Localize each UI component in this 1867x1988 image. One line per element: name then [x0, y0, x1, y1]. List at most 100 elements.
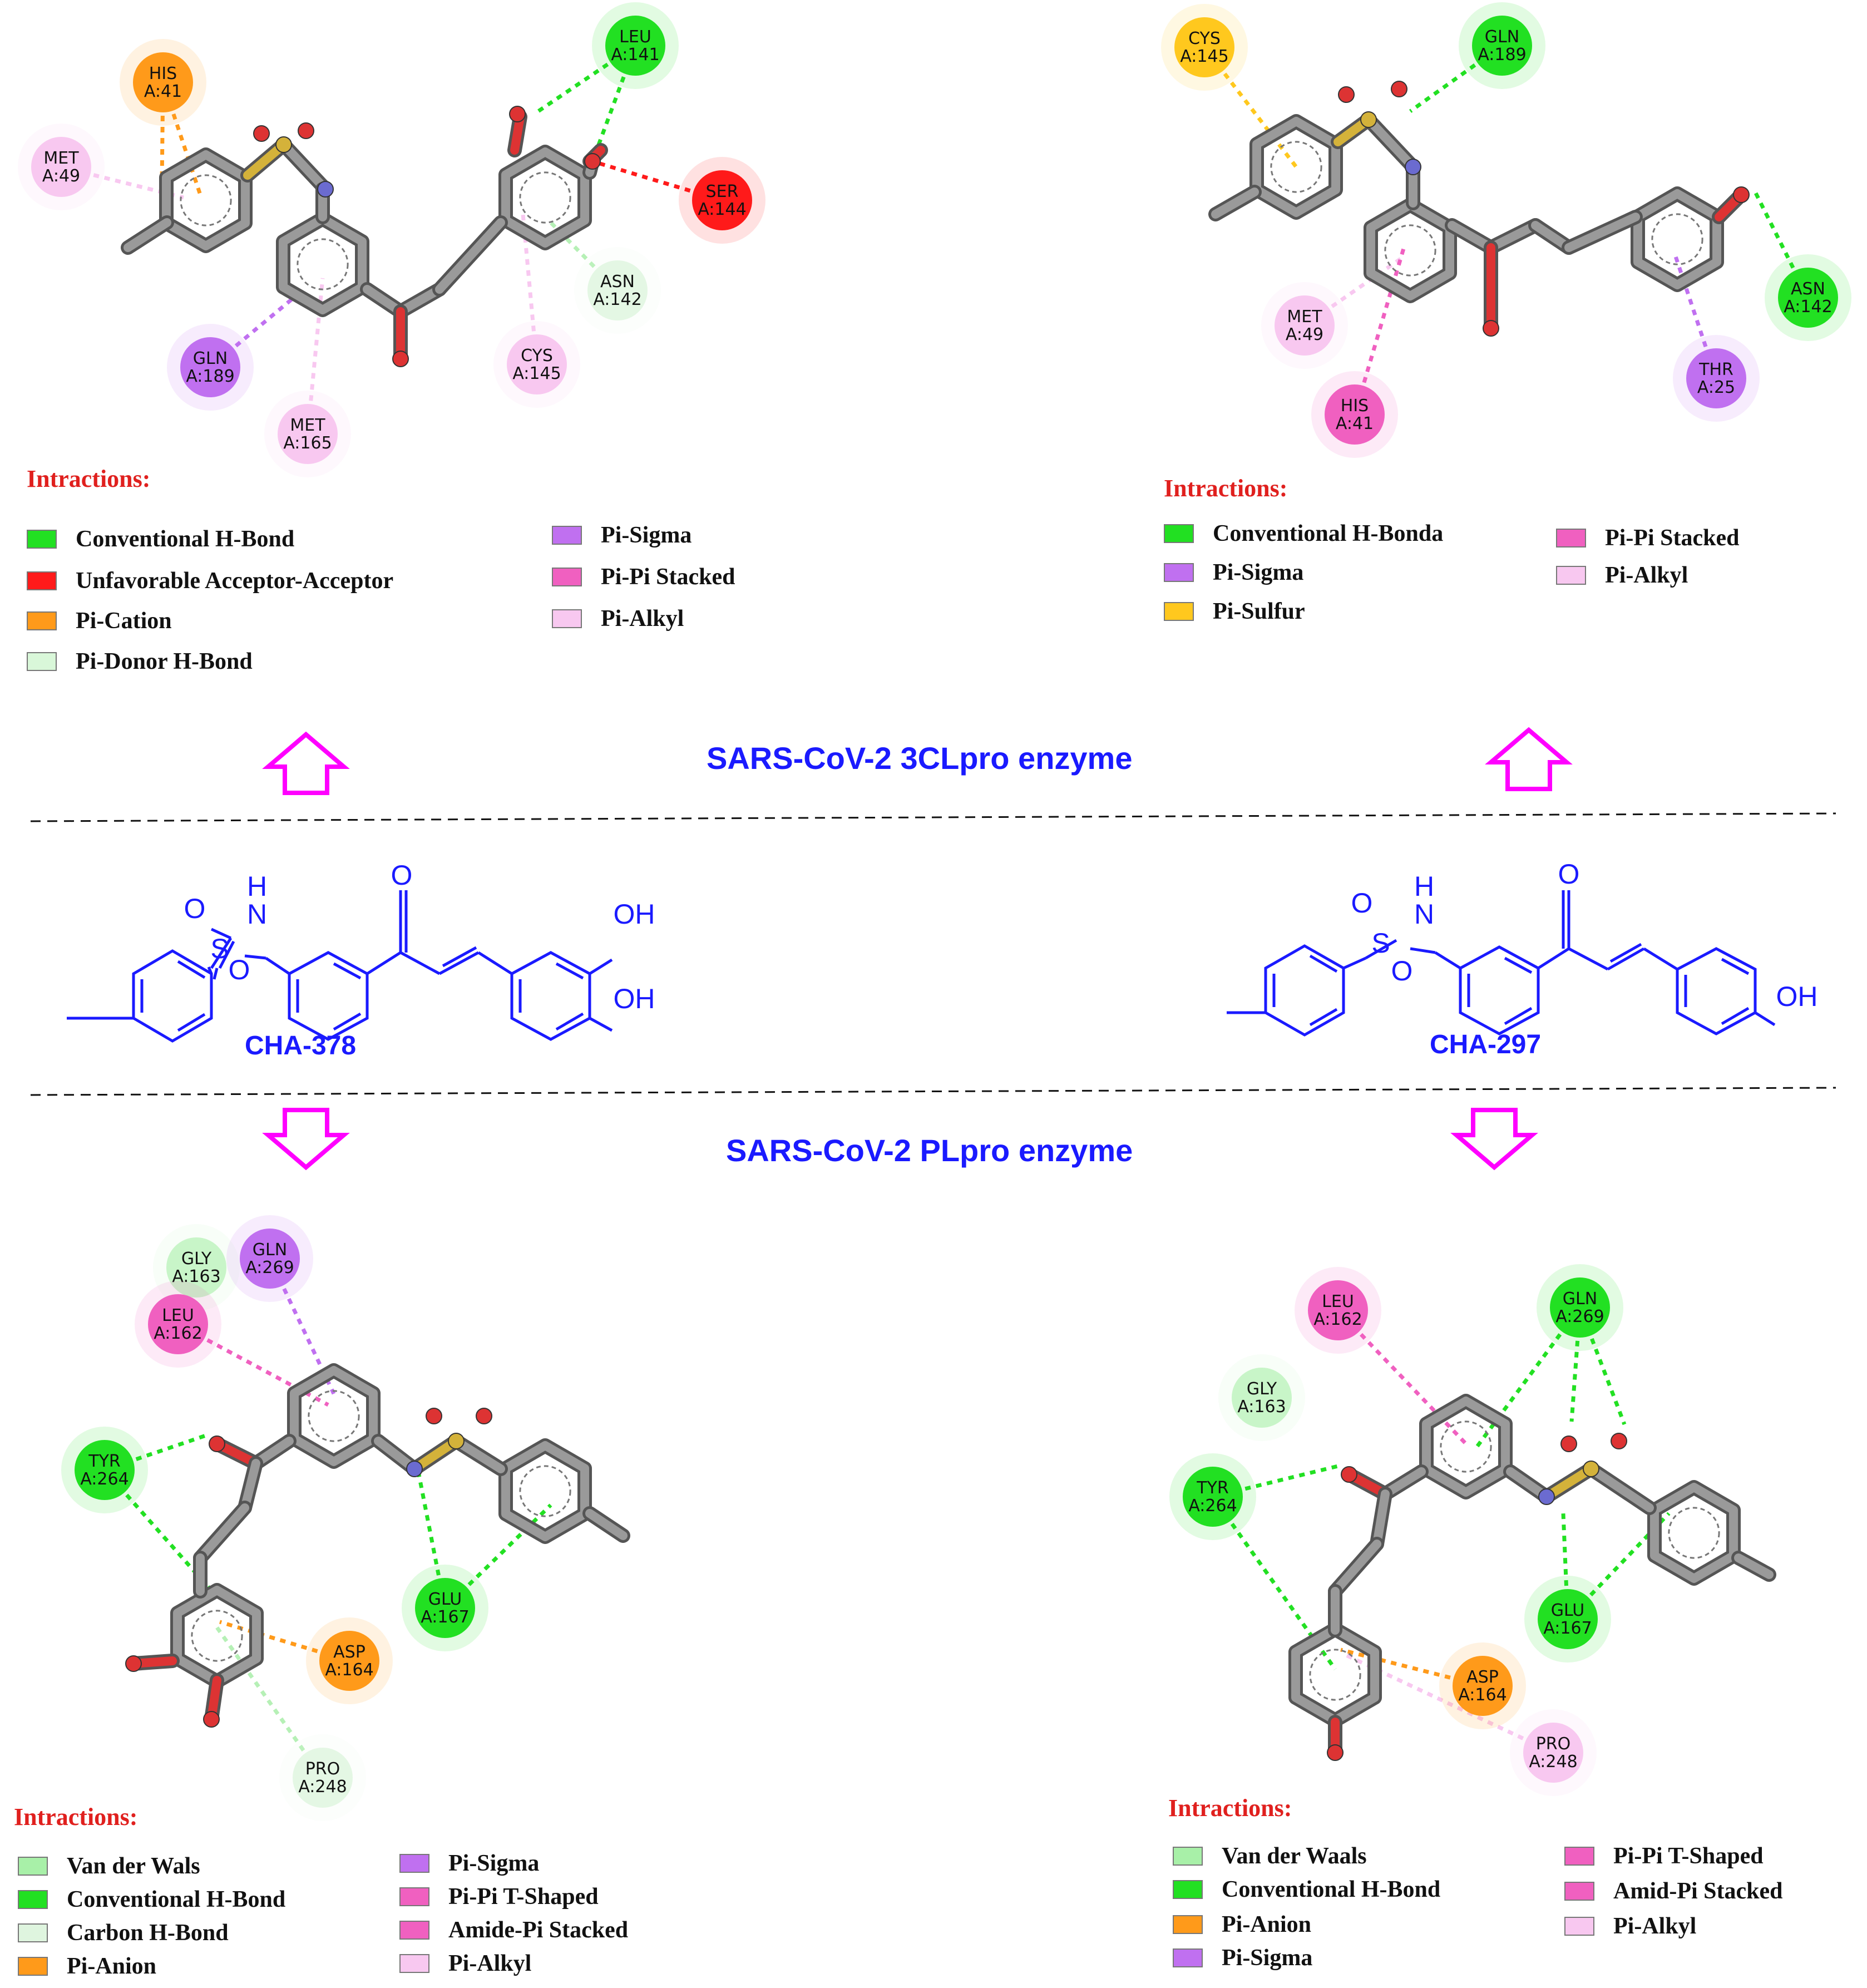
legend-swatch [1164, 524, 1194, 543]
bond-stick-highlight [240, 1459, 260, 1512]
legend-item: Amide-Pi Stacked [399, 1917, 628, 1943]
residue-number: A:141 [611, 45, 659, 65]
legend-label: Pi-Donor H-Bond [76, 649, 253, 674]
legend-item: Conventional H-Bond [27, 526, 294, 553]
residue-number: A:167 [1543, 1619, 1592, 1638]
atom-ball [392, 351, 409, 367]
atom-label-carbonyl-o: O [391, 860, 413, 891]
ligand-sticks [121, 81, 1776, 1761]
ring-stick-highlight [1633, 189, 1722, 289]
bond-stick-highlight [1372, 1489, 1390, 1548]
ring-stick-highlight [161, 150, 250, 250]
bond-stick-highlight [279, 140, 330, 194]
atom-ball [1327, 1744, 1344, 1761]
interaction-line [209, 290, 302, 369]
atom-ball [448, 1433, 465, 1449]
atom-label-carbonyl-o: O [1558, 859, 1580, 890]
interaction-line [1211, 1495, 1337, 1671]
arrow-down-right [1450, 1108, 1538, 1171]
residue-name: LEU [1322, 1292, 1354, 1311]
legend-item: Amid-Pi Stacked [1564, 1878, 1783, 1905]
bond-stick-highlight [1587, 1464, 1654, 1512]
legend-label: Conventional H-Bond [76, 526, 295, 552]
residue-number: A:145 [512, 364, 561, 383]
atom-ball [476, 1408, 492, 1424]
residue-name: THR [1698, 360, 1733, 379]
legend-swatch [1173, 1915, 1203, 1934]
legend-item: Pi-Pi Stacked [1556, 525, 1739, 551]
legend-label: Pi-Sigma [1213, 560, 1304, 585]
legend-swatch [1173, 1880, 1203, 1899]
legend-item: Pi-Alkyl [1556, 562, 1688, 589]
residue-disc [278, 404, 338, 464]
bond-stick-highlight [196, 1503, 249, 1562]
atom-label-oh: OH [1776, 981, 1818, 1012]
section-title-plpro: SARS-CoV-2 PLpro enzyme [726, 1133, 1133, 1168]
residue-disc [180, 337, 240, 397]
residue-disc [1308, 1280, 1368, 1340]
residue-name: HIS [1341, 396, 1369, 416]
atom-label-oh-bottom: OH [614, 983, 655, 1014]
legend-label: Conventional H-Bonda [1213, 521, 1444, 546]
arrow-up-left [262, 731, 350, 795]
bond-stick-highlight [452, 1437, 505, 1473]
residue-disc [1174, 17, 1234, 77]
residue-number: A:49 [1286, 325, 1323, 344]
residue-disc [692, 170, 752, 230]
legend-label: Pi-Sigma [601, 522, 692, 548]
legend-label: Pi-Sigma [448, 1851, 540, 1876]
atom-ball [406, 1461, 423, 1477]
residue-disc [415, 1578, 475, 1638]
bond-stick-highlight [1331, 1540, 1381, 1596]
residue-number: A:41 [1336, 414, 1374, 433]
legend-label: Amide-Pi Stacked [448, 1917, 629, 1943]
atom-ball [1560, 1435, 1577, 1452]
bond-stick-highlight [1542, 1464, 1596, 1501]
legend-swatch [399, 1887, 429, 1906]
legend-item: Pi-Sigma [1173, 1945, 1312, 1971]
residue-disc [1523, 1723, 1583, 1783]
atom-ball [298, 122, 314, 139]
atom-ball [1483, 320, 1499, 337]
residue-number: A:163 [172, 1267, 220, 1286]
legend-swatch [1564, 1917, 1594, 1936]
bond-stick-highlight [1486, 221, 1540, 252]
atom-ball [1391, 81, 1407, 97]
legend-item: Conventional H-Bond [1173, 1876, 1440, 1903]
ring-stick-highlight [278, 214, 367, 314]
legend-item: Pi-Sigma [399, 1850, 539, 1877]
aromatic-circle [297, 238, 349, 290]
residue-discs: HISA:41LEUA:141META:49SERA:144ASNA:142GL… [18, 2, 1851, 1821]
ring-stick-highlight [1366, 200, 1455, 300]
ring-stick-highlight [172, 1586, 261, 1686]
residue-name: GLN [193, 349, 228, 368]
residue-name: TYR [1196, 1478, 1229, 1498]
legend-swatch [27, 611, 57, 630]
residue-name: TYR [88, 1452, 121, 1471]
atom-label-h: H [247, 871, 267, 902]
section-title-3clpro: SARS-CoV-2 3CLpro enzyme [707, 741, 1133, 776]
bond-stick-highlight [124, 218, 171, 252]
legend-label: Pi-Sulfur [1213, 599, 1305, 624]
bond-stick-highlight [510, 112, 525, 155]
legend-swatch [399, 1921, 429, 1940]
legend-label: Van der Waals [1222, 1843, 1367, 1869]
residue-disc [605, 16, 665, 76]
aromatic-circle [191, 1610, 243, 1662]
residue-number: A:41 [144, 82, 182, 101]
structure-cha-378 [67, 890, 613, 1043]
residue-name: SER [706, 182, 739, 201]
legend-swatch [18, 1857, 48, 1876]
legend-swatch [18, 1923, 48, 1942]
